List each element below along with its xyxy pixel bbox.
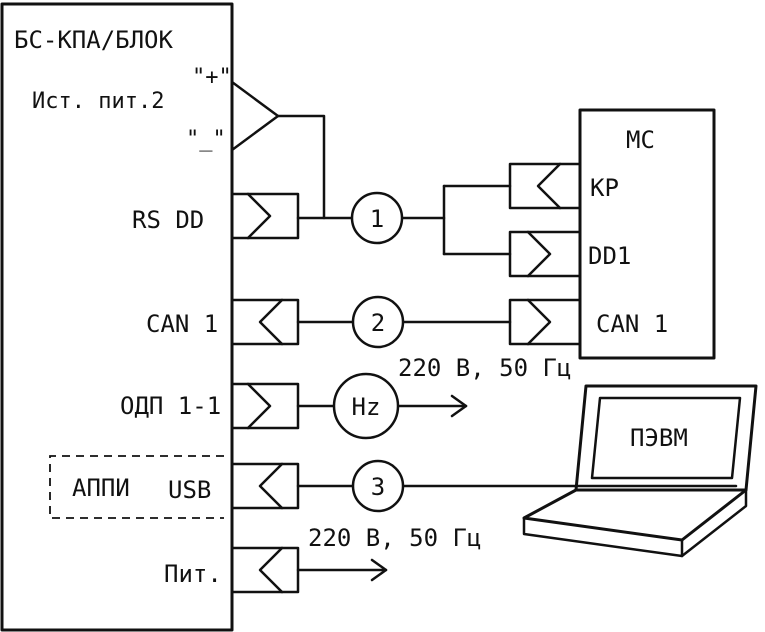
mc-block: МС КР DD1 CAN 1 xyxy=(578,108,716,360)
arrow-mains-power xyxy=(370,558,388,582)
node-3: 3 xyxy=(351,459,405,513)
node-hz: Hz xyxy=(332,372,400,440)
connector-kp xyxy=(508,162,582,210)
mains-label-power: 220 В, 50 Гц xyxy=(308,524,481,552)
node-hz-label: Hz xyxy=(352,393,381,421)
computer: ПЭВМ xyxy=(522,384,758,558)
appi-dashed-box xyxy=(49,455,224,519)
mc-port-label-kp: КР xyxy=(590,174,619,202)
mains-label-odp: 220 В, 50 Гц xyxy=(398,354,571,382)
main-block: БС-КПА/БЛОК "+" Ист. пит.2 "_" RS DD CAN… xyxy=(0,2,280,632)
port-label-odp: ОДП 1-1 xyxy=(120,392,221,420)
mc-port-label-dd1: DD1 xyxy=(588,242,631,270)
mc-port-label-can1: CAN 1 xyxy=(596,310,668,338)
connector-usb xyxy=(230,462,300,510)
minus-terminal-label: "_" xyxy=(186,127,226,152)
main-block-title: БС-КПА/БЛОК xyxy=(14,26,173,54)
computer-label: ПЭВМ xyxy=(630,424,688,452)
node-2-label: 2 xyxy=(371,309,385,337)
port-label-power: Пит. xyxy=(164,560,222,588)
connector-rs-dd xyxy=(230,192,300,240)
port-label-can1: CAN 1 xyxy=(146,310,218,338)
port-label-rs-dd: RS DD xyxy=(132,206,204,234)
connector-dd1 xyxy=(508,230,582,278)
node-1-label: 1 xyxy=(370,205,384,233)
mc-block-title: МС xyxy=(626,126,655,154)
power-source-output-symbol xyxy=(230,80,280,152)
port-label-usb: USB xyxy=(168,476,211,504)
node-3-label: 3 xyxy=(371,473,385,501)
arrow-mains-odp xyxy=(450,394,468,418)
connector-can1-mc xyxy=(508,298,582,346)
connector-odp xyxy=(230,382,300,430)
node-2: 2 xyxy=(351,295,405,349)
appi-label: АППИ xyxy=(72,474,130,502)
connector-can1-main xyxy=(230,298,300,346)
wires xyxy=(276,114,738,582)
connector-power xyxy=(230,546,300,594)
plus-terminal-label: "+" xyxy=(192,65,232,90)
wire-power-source xyxy=(276,114,326,220)
power-source-label: Ист. пит.2 xyxy=(32,89,164,114)
laptop-screen xyxy=(590,396,742,480)
node-1: 1 xyxy=(350,191,404,245)
